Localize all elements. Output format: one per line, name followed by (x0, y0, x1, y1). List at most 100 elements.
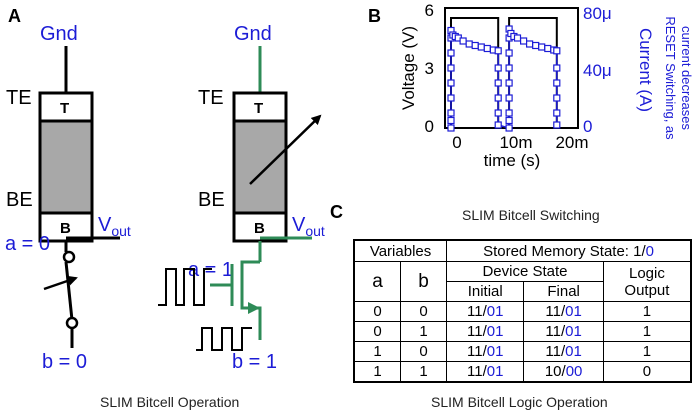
cell-final-prefix: 11/ (545, 303, 566, 320)
header-initial: Initial (446, 281, 525, 302)
current-data-point (553, 109, 561, 117)
cell-final-prefix: 10/ (544, 363, 566, 380)
current-data-point (494, 79, 502, 87)
x-tick-1: 10m (499, 133, 532, 152)
current-data-point (505, 94, 513, 102)
current-data-point (519, 37, 528, 45)
cell-b: 0 (400, 341, 448, 362)
header-stored-suffix: 0 (645, 242, 654, 260)
current-data-point (505, 49, 513, 57)
side-note-line-2: current decreases (679, 26, 694, 131)
cell-initial-prefix: 11/ (467, 323, 487, 340)
right-gnd-label: Gnd (234, 23, 272, 45)
cell-final: 11/01 (523, 341, 604, 362)
right-t-label: T (254, 100, 263, 117)
current-data-point (544, 44, 552, 53)
cell-initial: 11/01 (446, 321, 525, 342)
y-right-tick-1: 40μ (583, 61, 612, 80)
cell-final: 11/01 (523, 321, 604, 342)
table-row: 1 0 11/01 11/01 1 (353, 341, 692, 362)
left-switch-blade (64, 261, 74, 321)
header-stored-prefix: Stored Memory State: 1/ (483, 242, 646, 260)
panel-b-letter: B (368, 6, 381, 26)
current-data-point (532, 41, 540, 50)
right-device-body (232, 119, 288, 215)
y-right-tick-2: 80μ (583, 4, 612, 23)
current-data-point (494, 121, 502, 129)
table-row: 1 1 11/01 10/00 0 (353, 361, 692, 382)
transistor-source-arrow (248, 302, 260, 314)
cell-initial: 11/01 (446, 341, 525, 362)
cell-a: 1 (353, 341, 402, 362)
current-data-point (447, 124, 455, 132)
cell-final: 11/01 (523, 301, 604, 322)
right-be-label: BE (198, 189, 225, 211)
current-data-point (525, 40, 534, 48)
cell-initial-suffix: 01 (486, 303, 504, 320)
cell-output: 1 (602, 301, 692, 322)
y-left-axis-title: Voltage (V) (399, 26, 418, 110)
current-data-point (553, 47, 561, 55)
x-tick-2: 20m (555, 133, 588, 152)
table-row: 0 0 11/01 11/01 1 (353, 301, 692, 322)
caption-bitcell-switching: SLIM Bitcell Switching (462, 207, 600, 223)
cell-b: 0 (400, 301, 448, 322)
current-data-point (447, 94, 455, 102)
cell-a: 1 (353, 361, 402, 382)
cell-initial-prefix: 11/ (467, 303, 487, 320)
current-data-point (505, 79, 513, 87)
header-b: b (400, 261, 448, 302)
header-device-state: Device State (446, 261, 604, 282)
current-data-point (513, 34, 522, 42)
left-gnd-label: Gnd (40, 23, 78, 45)
current-data-point (553, 121, 561, 129)
current-data-point (494, 47, 502, 55)
y-right-axis-title: Current (A) (636, 28, 655, 112)
cell-final-suffix: 00 (565, 363, 583, 380)
cell-final-prefix: 11/ (545, 343, 566, 360)
cell-final-suffix: 01 (565, 323, 582, 340)
y-right-tick-0: 0 (583, 117, 592, 136)
cell-initial-suffix: 01 (486, 363, 504, 380)
current-data-point (553, 94, 561, 102)
left-b-label: B (60, 220, 71, 237)
header-logic-line-1: Logic (628, 264, 665, 282)
current-data-point (505, 64, 513, 72)
x-axis-title: time (s) (484, 151, 541, 170)
left-switch-bottom-node (65, 316, 79, 330)
current-data-point (505, 124, 513, 132)
right-input-b-label: b = 1 (232, 351, 277, 373)
right-vout-sub: out (305, 223, 325, 239)
table-row: 0 1 11/01 11/01 1 (353, 321, 692, 342)
current-data-point (505, 109, 513, 117)
left-t-label: T (60, 100, 69, 117)
left-switch-top-node (62, 250, 76, 264)
current-data-point (477, 43, 485, 51)
current-data-point (447, 49, 455, 57)
y-left-tick-1: 3 (425, 59, 434, 78)
current-data-point (447, 79, 455, 87)
cell-output: 0 (602, 361, 692, 382)
current-data-point (447, 109, 455, 117)
current-data-point (471, 41, 479, 50)
cell-a: 0 (353, 301, 402, 322)
gate-pulse-train (158, 268, 212, 306)
left-vout-label: Vout (98, 214, 131, 239)
current-data-point (538, 43, 546, 51)
cell-output: 1 (602, 321, 692, 342)
current-data-point (494, 64, 502, 72)
current-data-point (494, 94, 502, 102)
caption-bitcell-operation: SLIM Bitcell Operation (100, 394, 240, 410)
current-data-point (505, 116, 513, 125)
header-final: Final (523, 281, 604, 302)
left-input-a-label: a = 0 (5, 233, 50, 255)
logic-table: Variables Stored Memory State: 1/0 a b D… (353, 239, 692, 383)
header-variables: Variables (353, 240, 448, 262)
current-data-point (483, 44, 491, 53)
cell-initial-prefix: 11/ (467, 363, 487, 380)
cell-initial-suffix: 01 (486, 323, 504, 340)
current-data-point (447, 64, 455, 72)
header-logic-line-2: Output (624, 281, 670, 299)
right-te-label: TE (198, 87, 224, 109)
